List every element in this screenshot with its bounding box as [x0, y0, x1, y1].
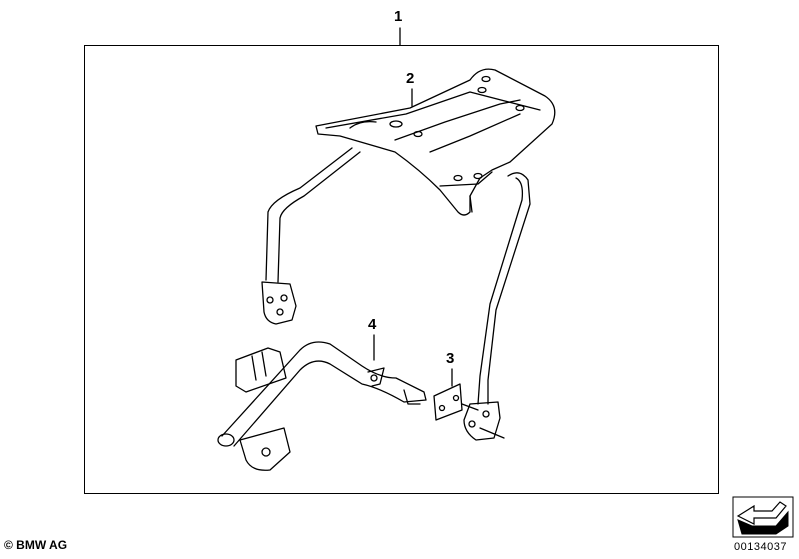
- luggage-rack-carrier: [261, 68, 556, 441]
- diagram-frame: [84, 45, 719, 494]
- holder-bracket: [217, 341, 427, 471]
- callout-2: 2: [406, 70, 415, 87]
- part-number: 00134037: [734, 541, 787, 553]
- callout-4: 4: [368, 316, 377, 333]
- arrow-navigation-icon: [732, 496, 794, 538]
- spacer-plate: [433, 383, 479, 421]
- callout-1: 1: [394, 8, 403, 25]
- copyright-text: © BMW AG: [4, 538, 68, 552]
- callout-3: 3: [446, 350, 455, 367]
